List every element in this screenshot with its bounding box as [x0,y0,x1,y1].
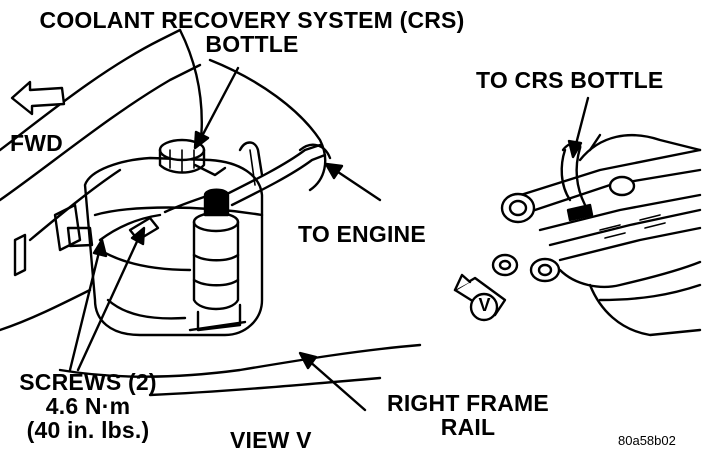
to-engine-label: TO ENGINE [298,221,426,247]
right-frame-rail-line1: RIGHT FRAME [387,390,549,416]
screw-pointer-right-head [130,226,146,246]
screw-pointer-right [76,233,142,372]
left-bracket [13,203,94,277]
pump-cylinder [188,188,247,332]
to-crs-pointer-head [567,139,583,159]
frame-rail-pointer-head [298,351,318,370]
screws-label: SCREWS (2) 4.6 N·m (40 in. lbs.) [4,369,172,444]
figure-reference: 80a58b02 [618,433,676,448]
right-frame-rail-label: RIGHT FRAME RAIL [372,391,564,439]
screw-pointer-left [68,246,102,372]
bottle-pointer-head [193,130,210,150]
view-marker-letter: V [478,295,491,315]
crs-bottle [83,138,264,337]
to-crs-pointer [573,96,590,150]
crs-bottle-label-line2: BOTTLE [205,31,299,58]
crs-bottle-label-line1: COOLANT RECOVERY SYSTEM (CRS) [39,7,465,33]
fwd-label: FWD [10,130,63,156]
view-v-arrow [453,273,507,322]
to-crs-bottle-label: TO CRS BOTTLE [476,67,664,93]
fender-outline [0,28,422,397]
view-v-label: VIEW V [230,427,312,453]
right-frame-rail-line2: RAIL [440,414,496,441]
bottle-pointer [198,66,240,142]
crs-bottle-label: COOLANT RECOVERY SYSTEM (CRS) BOTTLE [6,8,498,56]
screws-torque-metric: 4.6 N·m [45,393,131,420]
screws-torque-imperial: (40 in. lbs.) [26,417,150,444]
engine-hose [223,141,332,207]
to-engine-pointer-head [324,162,344,180]
view-v-engine [491,133,702,337]
screws-label-line1: SCREWS (2) [19,369,157,395]
fwd-arrow [10,80,66,116]
to-engine-pointer [333,168,382,202]
screw-pointer-left-head [92,238,108,258]
frame-rail-pointer [306,358,367,412]
